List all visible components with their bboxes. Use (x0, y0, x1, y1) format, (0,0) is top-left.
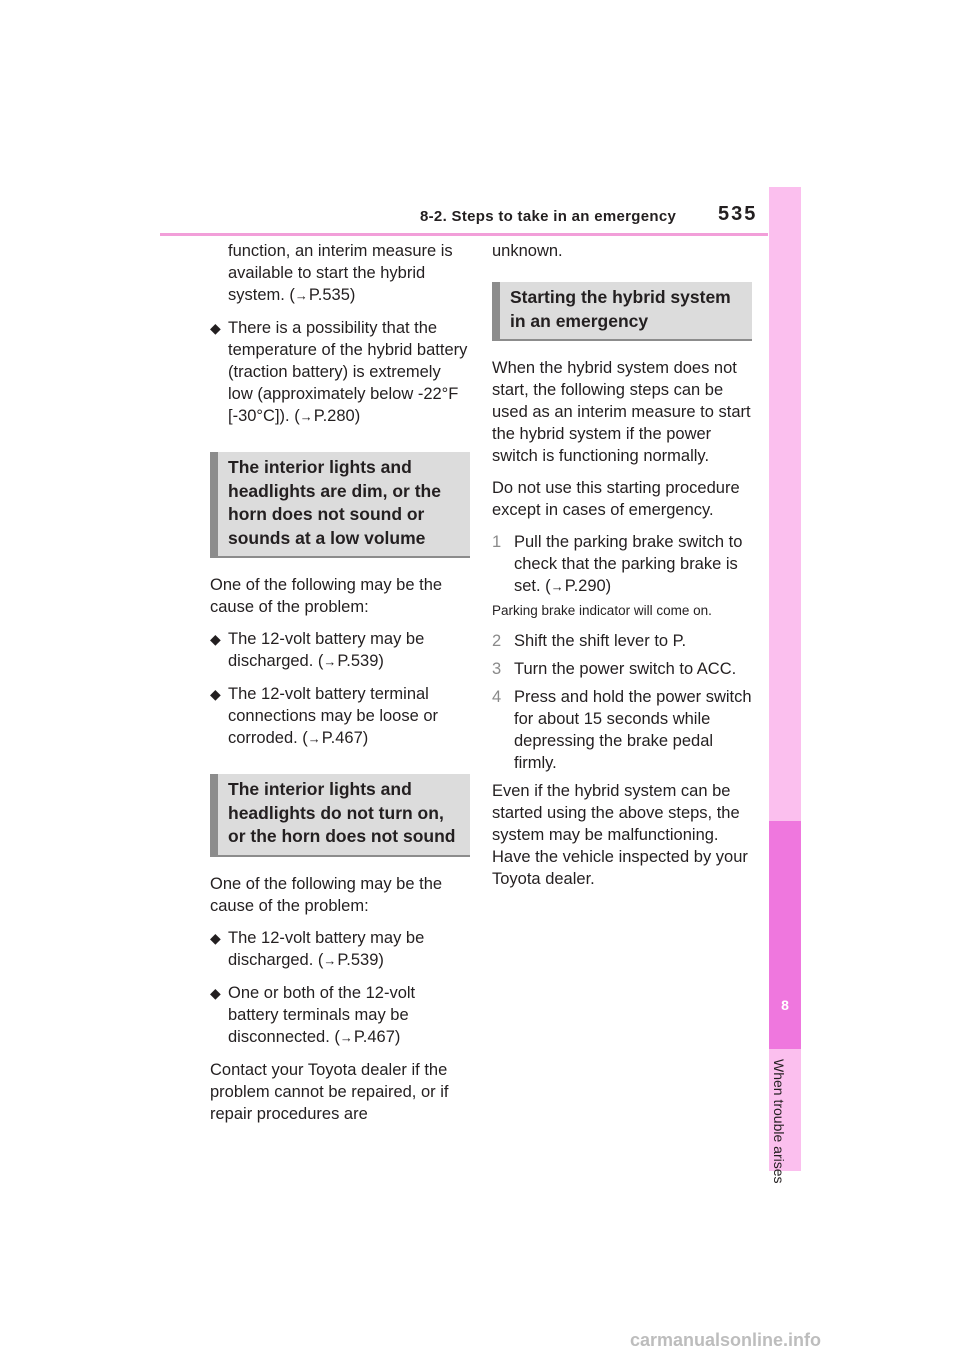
step-item: 1 Pull the parking brake switch to check… (492, 533, 743, 595)
page-reference: P.467) (353, 1027, 401, 1046)
chapter-number: 8 (781, 997, 789, 1013)
arrow-right-icon: → (307, 731, 321, 746)
paragraph: Contact your Toyota dealer if the proble… (210, 1060, 449, 1123)
arrow-right-icon: → (339, 1029, 353, 1045)
page-reference: P.539) (337, 950, 384, 969)
paragraph: When the hybrid system does not start, t… (492, 359, 751, 465)
chapter-side-tab: 8 When trouble arises (769, 187, 801, 1184)
step-number: 3 (492, 660, 502, 678)
arrow-right-icon: → (323, 654, 337, 669)
left-column: function, an interim measure is availabl… (210, 240, 470, 1135)
page-reference: P.467) (321, 729, 369, 747)
step-number: 4 (492, 688, 502, 706)
step-item: 3 Turn the power switch to ACC. (492, 660, 737, 678)
bullet-diamond-icon: ◆ (210, 320, 221, 336)
bullet-item: ◆ The 12-volt battery terminal connectio… (210, 685, 439, 747)
section-title: 8-2. Steps to take in an emergency (420, 208, 677, 225)
right-column: unknown. Starting the hybrid system in a… (492, 240, 752, 900)
chapter-box (769, 821, 801, 1049)
paragraph: One of the following may be the cause of… (210, 576, 443, 616)
bullet-item: ◆ One or both of the 12-volt battery ter… (210, 983, 416, 1046)
page-reference: P.539) (337, 652, 384, 670)
chapter-label-text: When trouble arises (771, 1059, 787, 1184)
arrow-right-icon: → (299, 409, 313, 424)
paragraph: One of the following may be the cause of… (210, 874, 443, 915)
page-reference: P.535) (308, 286, 356, 304)
continued-paragraph: function, an interim measure is availabl… (228, 242, 453, 304)
step-item: 2 Shift the shift lever to P. (492, 632, 687, 650)
page-reference: P.280) (313, 407, 361, 425)
bullet-diamond-icon: ◆ (210, 929, 221, 946)
page-reference: P.290) (564, 577, 612, 595)
bullet-item: ◆ There is a possibility that the temper… (210, 319, 468, 425)
paragraph: Even if the hybrid system can be started… (492, 782, 748, 888)
bullet-item: ◆ The 12-volt battery may be discharged.… (210, 630, 425, 670)
step-note: Parking brake indicator will come on. (492, 603, 712, 618)
watermark: carmanualsonline.info (630, 1330, 822, 1350)
step-number: 1 (492, 533, 502, 551)
section-heading: The interior lights and headlights are d… (210, 452, 470, 558)
chapter-label: When trouble arises (771, 1059, 799, 1209)
arrow-right-icon: → (323, 952, 337, 968)
continued-paragraph: unknown. (492, 242, 563, 260)
bullet-diamond-icon: ◆ (210, 631, 221, 647)
section-heading: The interior lights and headlights do no… (210, 774, 470, 857)
bullet-diamond-icon: ◆ (210, 984, 221, 1001)
arrow-right-icon: → (294, 288, 308, 303)
page-number: 535 (718, 203, 758, 225)
paragraph: Do not use this starting procedure excep… (492, 479, 740, 519)
step-item: 4 Press and hold the power switch for ab… (492, 688, 752, 772)
bullet-item: ◆ The 12-volt battery may be discharged.… (210, 928, 425, 969)
bullet-diamond-icon: ◆ (210, 686, 221, 702)
arrow-right-icon: → (550, 579, 564, 594)
section-heading: Starting the hybrid system in an emergen… (492, 282, 752, 341)
step-number: 2 (492, 632, 502, 650)
header-rule (160, 233, 768, 236)
